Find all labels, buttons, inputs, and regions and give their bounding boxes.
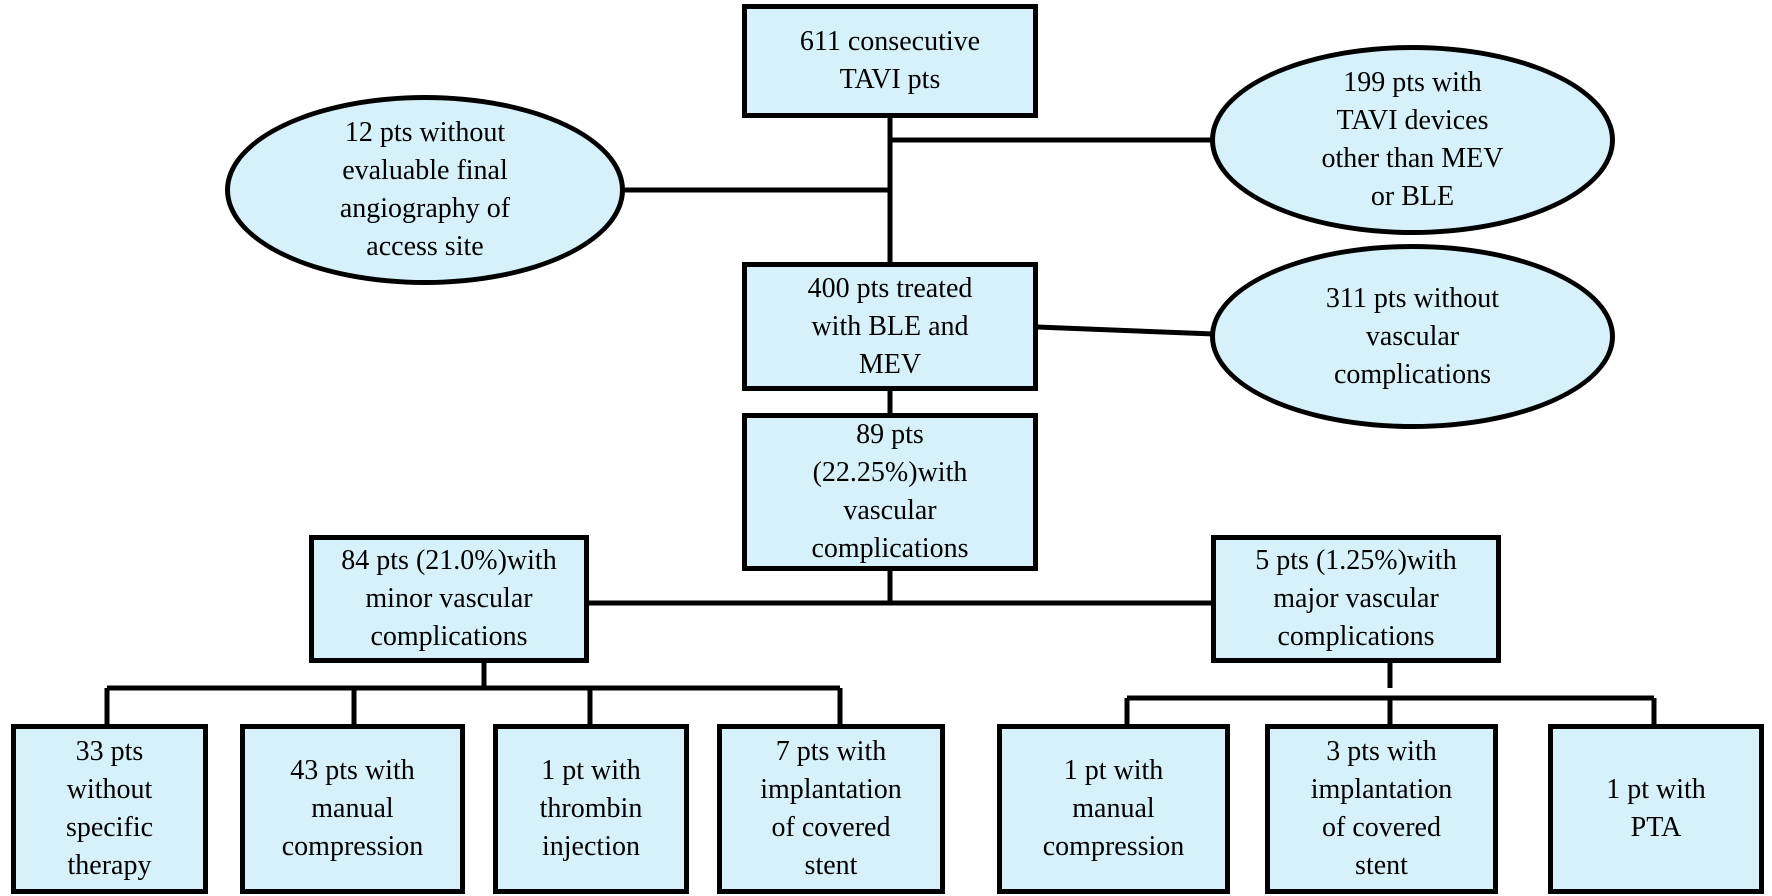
start-node: 611 consecutive TAVI pts: [742, 4, 1038, 118]
major-pta-node: 1 pt with PTA: [1548, 724, 1764, 894]
treated-node: 400 pts treated with BLE and MEV: [742, 262, 1038, 391]
minor-complications-node: 84 pts (21.0%)with minor vascular compli…: [309, 535, 589, 663]
major-complications-node: 5 pts (1.25%)with major vascular complic…: [1211, 535, 1501, 663]
excluded-angio-node: 12 pts without evaluable final angiograp…: [225, 95, 625, 285]
no-complications-node: 311 pts without vascular complications: [1210, 244, 1615, 429]
minor-thrombin-node: 1 pt with thrombin injection: [493, 724, 689, 894]
connector-treated-to-no-complications: [1036, 324, 1215, 337]
major-covered-stent-node: 3 pts with implantation of covered stent: [1265, 724, 1498, 894]
complications-node: 89 pts (22.25%)with vascular complicatio…: [742, 413, 1038, 571]
major-manual-compression-node: 1 pt with manual compression: [997, 724, 1230, 894]
excluded-devices-node: 199 pts with TAVI devices other than MEV…: [1210, 45, 1615, 235]
minor-manual-compression-node: 43 pts with manual compression: [240, 724, 465, 894]
minor-no-therapy-node: 33 pts without specific therapy: [11, 724, 208, 894]
minor-covered-stent-node: 7 pts with implantation of covered stent: [717, 724, 945, 894]
